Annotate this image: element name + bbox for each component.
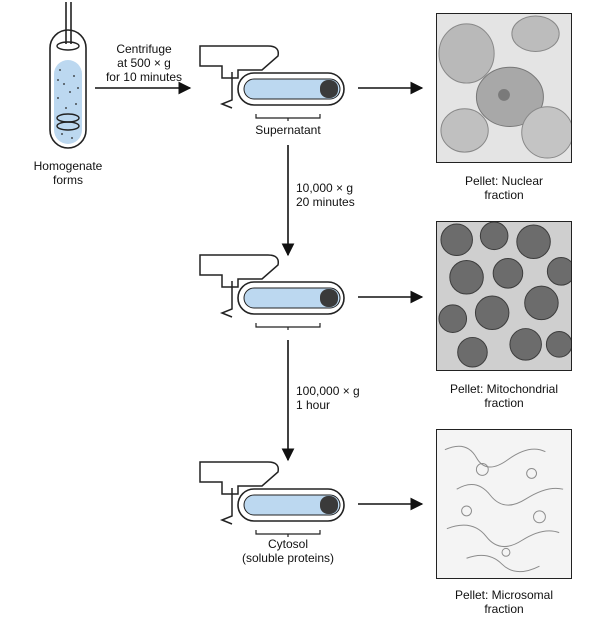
centrifuge-step1-label: Centrifuge at 500 × g for 10 minutes: [102, 42, 186, 84]
centrifuge-line2: at 500 × g: [117, 56, 171, 70]
homogenate-line2: forms: [53, 173, 83, 187]
pellet-nuclear-label: Pellet: Nuclear fraction: [444, 174, 564, 202]
spin2-label: 10,000 × g 20 minutes: [296, 181, 355, 209]
pellet-mito-line2: fraction: [484, 396, 524, 410]
centrifuge-tube-1-icon: [199, 45, 345, 121]
spin3-line1: 100,000 × g: [296, 384, 360, 398]
pellet-micro-line2: fraction: [484, 602, 524, 616]
pellet-micro-line1: Pellet: Microsomal: [454, 588, 554, 602]
pellet-micro-label: Pellet: Microsomal fraction: [436, 588, 572, 616]
centrifuge-line3: for 10 minutes: [105, 70, 183, 84]
pellet-mito-line1: Pellet: Mitochondrial: [449, 382, 559, 396]
cytosol-line1: Cytosol: [267, 537, 308, 551]
spin3-line2: 1 hour: [296, 398, 331, 412]
supernatant-text: Supernatant: [255, 123, 321, 137]
spin3-label: 100,000 × g 1 hour: [296, 384, 360, 412]
micrograph-nuclear: [436, 13, 572, 163]
supernatant-label: Supernatant: [243, 123, 333, 137]
centrifuge-tube-2-icon: [199, 254, 345, 330]
micrograph-mitochondrial: [436, 221, 572, 371]
centrifuge-line1: Centrifuge: [116, 42, 172, 56]
spin2-line2: 20 minutes: [296, 195, 355, 209]
homogenate-label: Homogenate forms: [18, 159, 118, 187]
centrifuge-tube-3-icon: [199, 461, 345, 537]
spin2-line1: 10,000 × g: [296, 181, 354, 195]
pellet-nuclear-line1: Pellet: Nuclear: [464, 174, 544, 188]
homogenate-line1: Homogenate: [33, 159, 103, 173]
cytosol-label: Cytosol (soluble proteins): [228, 537, 348, 565]
homogenizer-tube-icon: [49, 2, 87, 149]
micrograph-microsomal: [436, 429, 572, 579]
pellet-mito-label: Pellet: Mitochondrial fraction: [436, 382, 572, 410]
pellet-nuclear-line2: fraction: [484, 188, 524, 202]
cytosol-line2: (soluble proteins): [241, 551, 335, 565]
